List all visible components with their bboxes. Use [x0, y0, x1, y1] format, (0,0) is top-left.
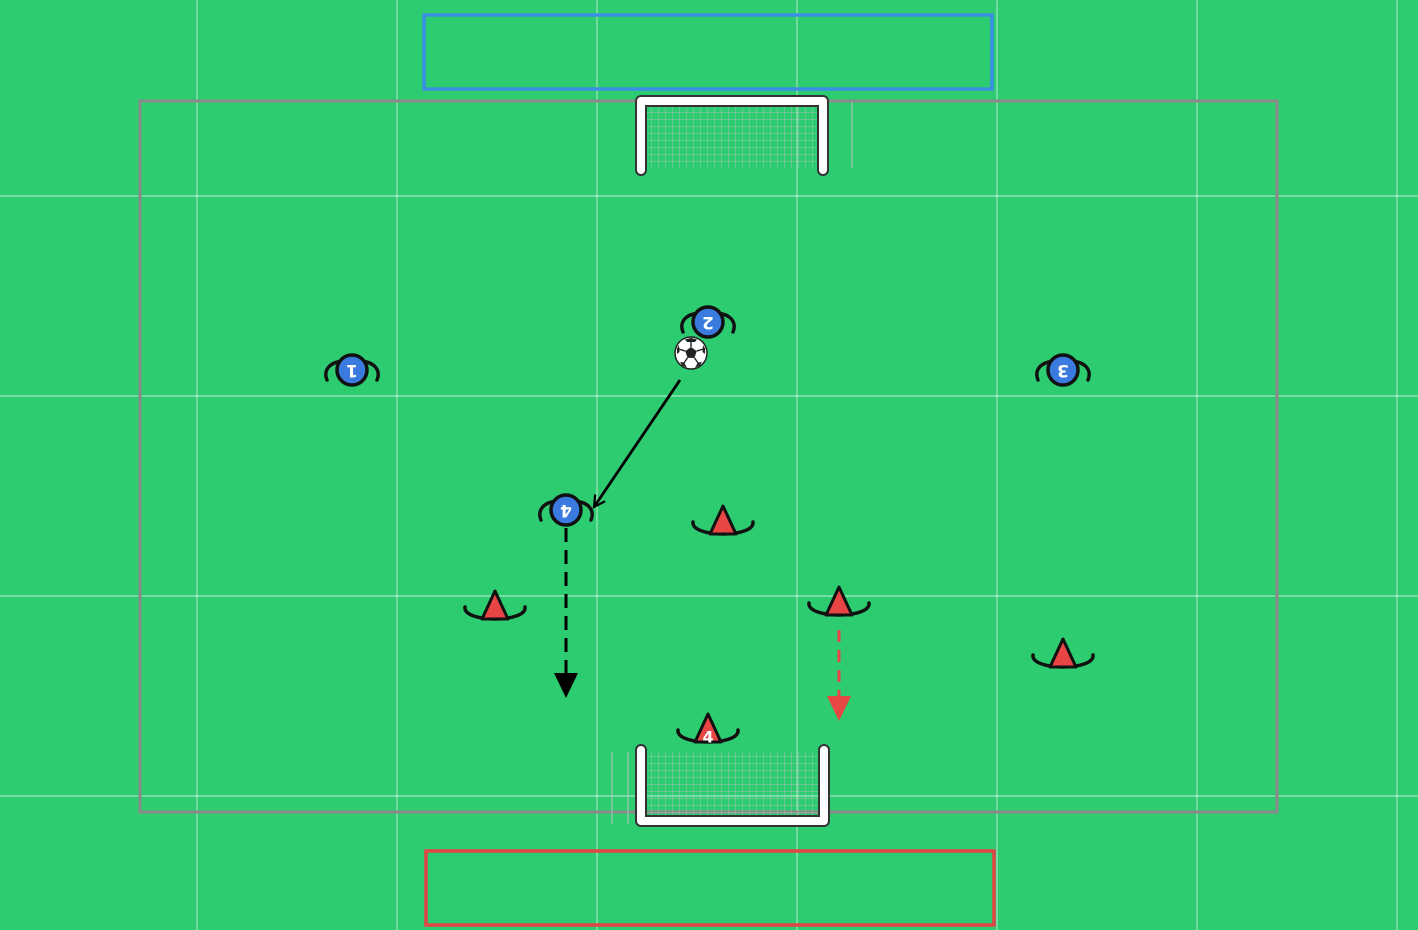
- top-goal: [635, 95, 853, 176]
- blue-player-number: 4: [560, 500, 572, 520]
- red-cone-4[interactable]: [1031, 637, 1095, 669]
- bottom-goal: [611, 744, 830, 827]
- pitch-boundary: [138, 99, 1279, 814]
- red-cone-5[interactable]: 4: [676, 712, 740, 747]
- blue-player-number: 2: [702, 312, 714, 332]
- red-team-zone: [424, 849, 996, 927]
- blue-player-3[interactable]: 3: [1035, 353, 1091, 387]
- blue-player-2[interactable]: 2: [680, 305, 736, 339]
- red-cone-number: 4: [702, 728, 713, 747]
- red-cone-3[interactable]: [807, 585, 871, 617]
- red-cone-1[interactable]: [691, 504, 755, 536]
- blue-team-zone: [422, 13, 994, 91]
- blue-player-number: 1: [346, 360, 358, 380]
- blue-player-1[interactable]: 1: [324, 353, 380, 387]
- red-cone-2[interactable]: [463, 589, 527, 621]
- blue-player-number: 3: [1057, 360, 1069, 380]
- pass-arrow: [594, 379, 682, 507]
- blue-player-4[interactable]: 4: [538, 493, 594, 527]
- soccer-ball-icon[interactable]: [674, 336, 708, 370]
